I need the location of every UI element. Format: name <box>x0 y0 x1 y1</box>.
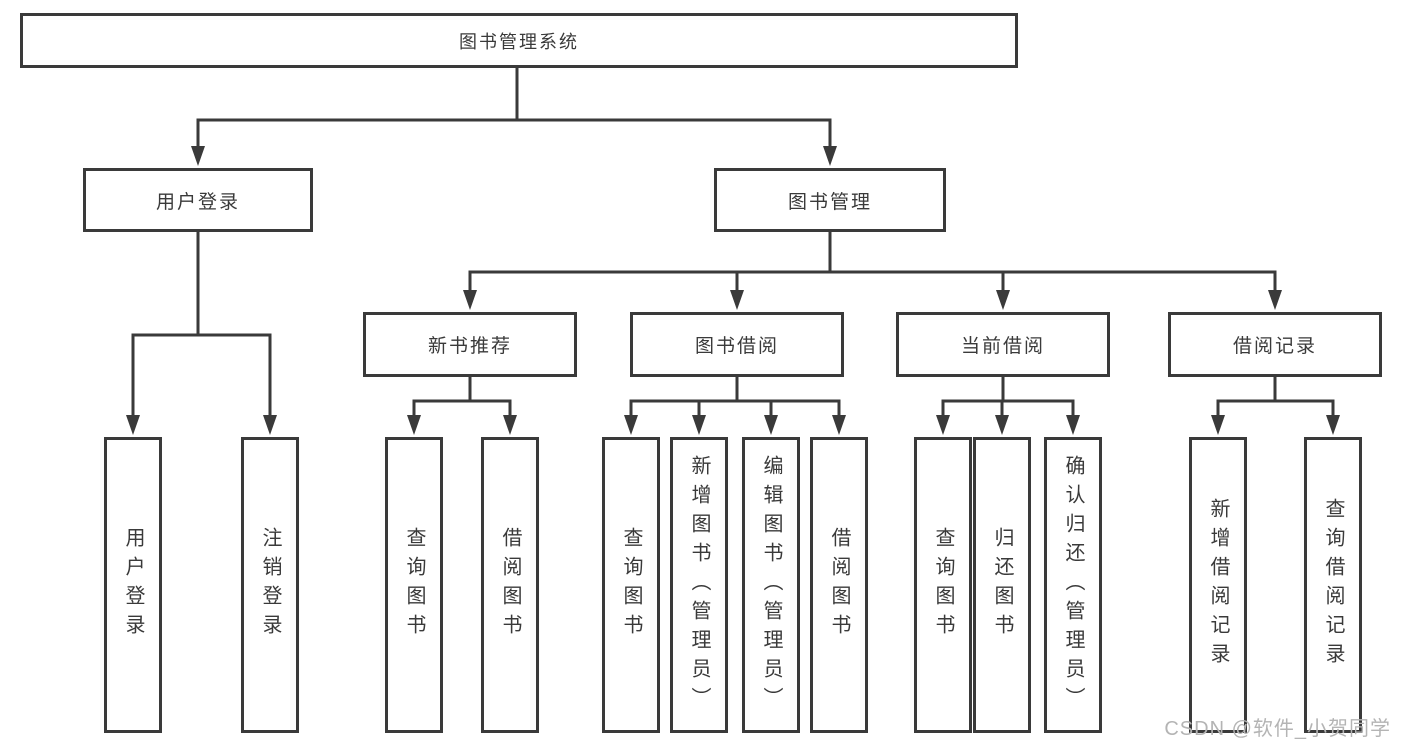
node-current-borrow: 当前借阅 <box>896 312 1110 377</box>
csdn-watermark: CSDN @软件_小贺同学 <box>1164 718 1391 740</box>
node-label: 用户登录 <box>122 527 144 643</box>
node-label: 编辑图书（管理员） <box>760 454 782 716</box>
node-book-borrow: 图书借阅 <box>630 312 844 377</box>
leaf-user-login: 用户登录 <box>104 437 162 733</box>
leaf-query-borrow-record: 查询借阅记录 <box>1304 437 1362 733</box>
node-label: 图书借阅 <box>694 336 779 357</box>
node-label: 新增图书（管理员） <box>688 454 710 716</box>
node-label: 查询图书 <box>403 527 425 643</box>
node-label: 查询图书 <box>620 527 642 643</box>
node-book-management: 图书管理 <box>714 168 946 232</box>
node-label: 图书管理系统 <box>459 31 579 52</box>
leaf-query-books-borrow: 查询图书 <box>602 437 660 733</box>
leaf-confirm-return-admin: 确认归还（管理员） <box>1044 437 1102 733</box>
node-label: 确认归还（管理员） <box>1062 454 1084 716</box>
arrowheads <box>126 146 1340 435</box>
node-label: 当前借阅 <box>960 336 1045 357</box>
leaf-borrow-books-recommend: 借阅图书 <box>481 437 539 733</box>
node-label: 图书管理 <box>787 191 872 213</box>
node-label: 用户登录 <box>155 191 240 213</box>
node-label: 新增借阅记录 <box>1207 498 1229 672</box>
node-label: 新书推荐 <box>427 336 512 357</box>
node-system-root: 图书管理系统 <box>20 13 1018 68</box>
node-label: 查询借阅记录 <box>1322 498 1344 672</box>
leaf-edit-books-admin: 编辑图书（管理员） <box>742 437 800 733</box>
node-user-login: 用户登录 <box>83 168 313 232</box>
node-label: 借阅图书 <box>828 527 850 643</box>
node-label: 借阅图书 <box>499 527 521 643</box>
leaf-query-books-current: 查询图书 <box>914 437 972 733</box>
leaf-query-books-recommend: 查询图书 <box>385 437 443 733</box>
node-label: 借阅记录 <box>1232 336 1317 357</box>
node-label: 查询图书 <box>932 527 954 643</box>
leaf-logout: 注销登录 <box>241 437 299 733</box>
leaf-add-books-admin: 新增图书（管理员） <box>670 437 728 733</box>
leaf-return-books: 归还图书 <box>973 437 1031 733</box>
node-borrow-records: 借阅记录 <box>1168 312 1382 377</box>
leaf-add-borrow-record: 新增借阅记录 <box>1189 437 1247 733</box>
node-label: 注销登录 <box>259 527 281 643</box>
node-label: 归还图书 <box>991 527 1013 643</box>
leaf-borrow-books: 借阅图书 <box>810 437 868 733</box>
node-new-book-recommend: 新书推荐 <box>363 312 577 377</box>
